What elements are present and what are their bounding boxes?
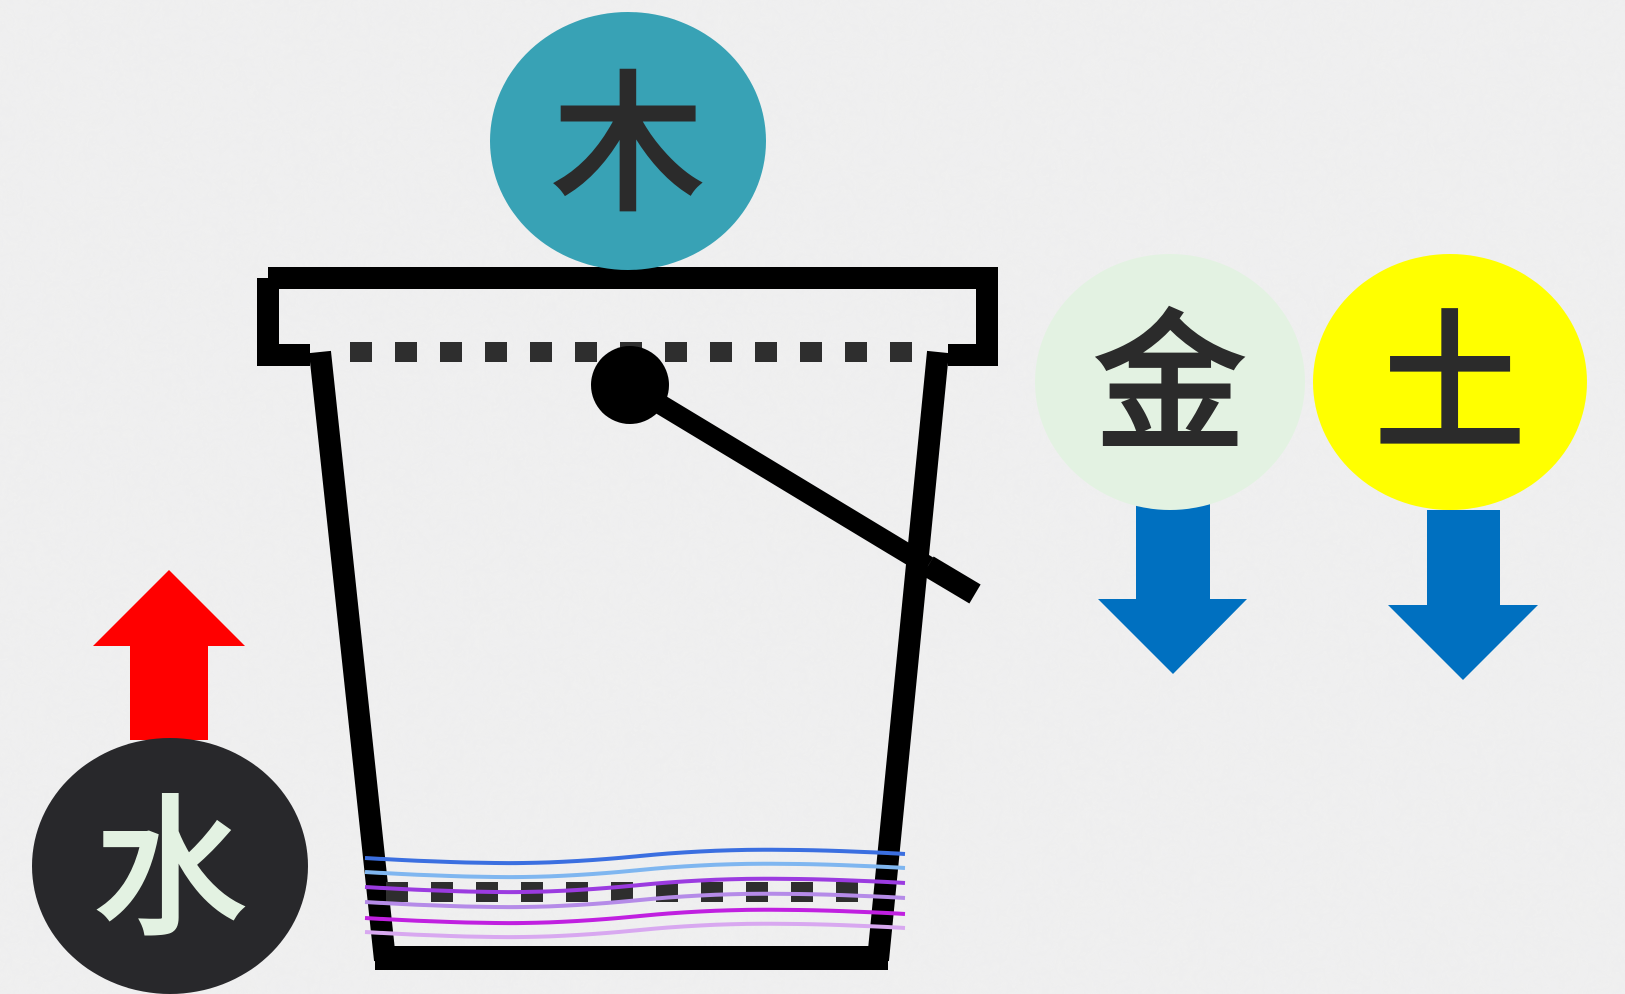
down-arrow-icon — [1388, 510, 1538, 680]
arrow-down-earth — [1388, 510, 1538, 680]
element-wood: 木 — [490, 12, 766, 270]
bucket-right-wall — [867, 350, 949, 962]
arrow-down-metal — [1098, 503, 1247, 674]
arrow-up-water — [93, 570, 245, 740]
water-line — [364, 861, 906, 880]
element-metal: 金 — [1035, 254, 1305, 510]
water-line — [364, 847, 906, 866]
water-line — [364, 891, 906, 910]
bucket-handle-end — [922, 556, 981, 604]
element-water: 水 — [32, 738, 308, 994]
earth-circle — [1313, 254, 1587, 510]
water-line — [364, 921, 906, 940]
bucket-rim — [257, 267, 998, 366]
water-circle — [32, 738, 308, 994]
earth-label: 土 — [1375, 298, 1525, 472]
water-line — [364, 907, 906, 926]
wood-circle — [490, 12, 766, 270]
bucket-handle-knob — [591, 346, 669, 424]
wood-label: 木 — [553, 59, 703, 233]
water-lines — [364, 847, 906, 940]
element-earth: 土 — [1313, 254, 1587, 510]
bucket-handle — [624, 377, 934, 575]
up-arrow-icon — [93, 570, 245, 740]
water-line — [364, 876, 906, 895]
metal-label: 金 — [1094, 298, 1246, 472]
water-label: 水 — [95, 783, 246, 957]
down-arrow-icon — [1098, 503, 1247, 674]
metal-circle — [1035, 254, 1305, 510]
